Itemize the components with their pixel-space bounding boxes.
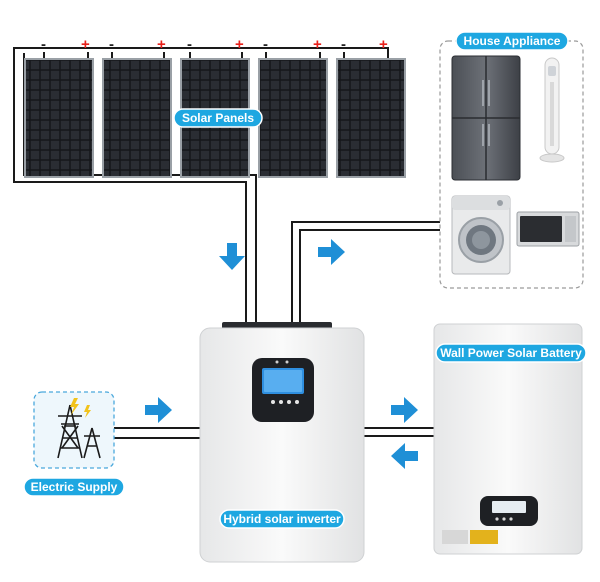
inverter-display-panel [252,358,314,422]
house-appliance-group: House Appliance [439,31,584,289]
solar-panels-label: Solar Panels [173,108,263,128]
power-pylon-icon [57,404,101,459]
house-wire-inner [299,229,440,332]
electric-supply-group: Electric Supply [23,391,125,497]
wall-battery: Wall Power Solar Battery [433,323,587,555]
svg-text:House Appliance: House Appliance [464,34,561,48]
refrigerator-icon [451,55,521,181]
solar-panel-1 [24,52,94,178]
panel-2-plus: + [157,36,166,53]
battery-display-panel [480,496,538,526]
svg-text:Hybrid solar inverter: Hybrid solar inverter [223,512,341,526]
flow-arrows [145,239,418,469]
svg-text:Wall Power Solar Battery: Wall Power Solar Battery [440,346,582,360]
panel-1-minus: - [41,36,46,53]
solar-wire-outer [13,47,389,332]
microwave-icon [516,211,580,247]
panel-5-plus: + [379,36,388,53]
panel-3-minus: - [187,36,192,53]
svg-text:Electric Supply: Electric Supply [31,480,118,494]
panel-3-plus: + [235,36,244,53]
panel-2-minus: - [109,36,114,53]
house-wire-outer [291,221,440,332]
electric-supply-label: Electric Supply [23,477,125,497]
washing-machine-icon [451,195,511,275]
panel-5-minus: - [341,36,346,53]
battery-spec-sticker [442,530,498,544]
arrow-down-icon [219,243,245,270]
lightning-bolt-icons [70,398,91,418]
solar-panel-5 [336,52,406,178]
solar-panel-2 [102,52,172,178]
arrow-right-icon [318,239,345,265]
wall-battery-label: Wall Power Solar Battery [435,343,587,363]
panel-4-plus: + [313,36,322,53]
arrow-right-icon [145,397,172,423]
solar-panel-4 [258,52,328,178]
house-appliance-label: House Appliance [455,31,569,51]
tower-fan-icon [539,57,565,163]
solar-panels: - + - + - + - + - + Solar Panels [24,36,406,178]
panel-1-plus: + [81,36,90,53]
svg-text:Solar Panels: Solar Panels [182,111,254,125]
hybrid-inverter: Hybrid solar inverter [199,322,365,563]
inverter-label: Hybrid solar inverter [219,509,345,529]
panel-4-minus: - [263,36,268,53]
arrow-right-icon [391,397,418,423]
arrow-left-icon [391,443,418,469]
